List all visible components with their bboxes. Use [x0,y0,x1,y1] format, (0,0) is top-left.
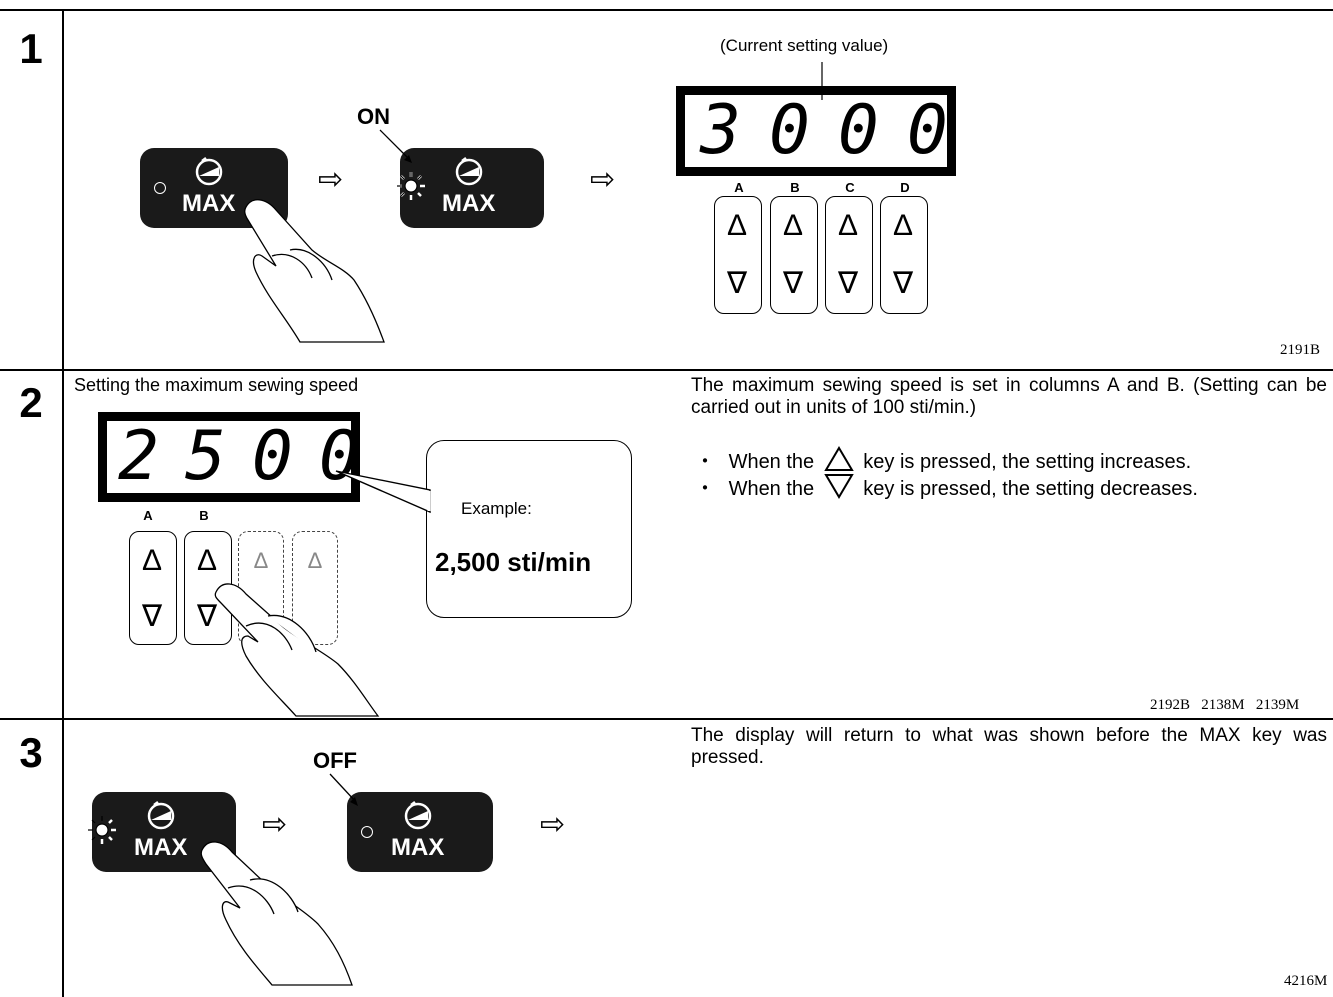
finger-press-icon [215,584,378,716]
on-leader-line [380,130,410,160]
indicator-lamp-on-icon [88,816,116,844]
finger-press-icon [201,842,352,985]
callout-pointer [336,471,430,512]
indicator-lamp-on-icon [397,172,425,200]
off-leader-line [330,774,356,802]
finger-press-icon [245,200,384,342]
